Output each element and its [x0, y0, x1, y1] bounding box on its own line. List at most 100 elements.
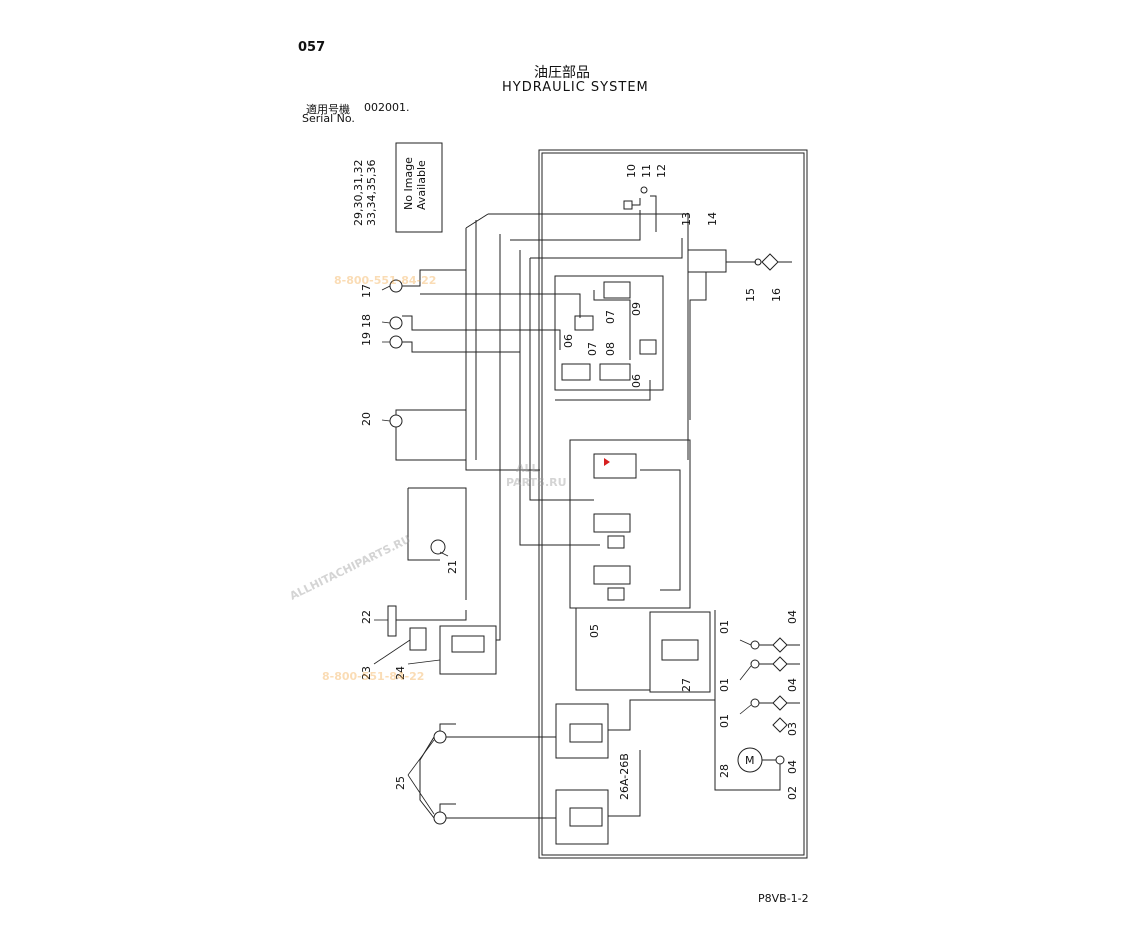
pipe-24 — [496, 470, 501, 641]
frame-outer — [538, 149, 808, 859]
leader-01a — [739, 639, 752, 646]
control-valve-05 — [569, 439, 691, 609]
callout-28: 28 — [718, 764, 731, 778]
valve-08 — [599, 363, 631, 381]
fitting-11 — [640, 186, 648, 194]
callout-23: 23 — [360, 666, 373, 680]
spool-2 — [593, 513, 631, 533]
leader-01c — [739, 704, 752, 715]
callout-24: 24 — [394, 666, 407, 680]
callout-17: 17 — [360, 284, 373, 298]
callout-03: 03 — [786, 722, 799, 736]
pump-01a — [750, 640, 760, 650]
actuator-25a — [433, 730, 447, 744]
pipe-valve-1 — [593, 290, 631, 360]
callout-01a: 01 — [718, 620, 731, 634]
callout-01c: 01 — [718, 714, 731, 728]
title-japanese: 油圧部品 — [534, 65, 590, 81]
accumulator-18 — [389, 316, 403, 330]
frame-inner — [541, 152, 805, 856]
pipe-a — [465, 228, 540, 471]
accumulator-19 — [389, 335, 403, 349]
pipe-19 — [402, 341, 520, 353]
leader-25 — [407, 739, 435, 815]
actuator-25b — [433, 811, 447, 825]
callout-21: 21 — [446, 560, 459, 574]
callout-05: 05 — [588, 624, 601, 638]
spool-1 — [593, 453, 637, 479]
pipe-21a — [407, 488, 440, 561]
callout-27: 27 — [680, 678, 693, 692]
pipe-20b — [395, 427, 466, 461]
callout-19: 19 — [360, 332, 373, 346]
fitting-15 — [754, 258, 762, 266]
placeholder-line2: Available — [415, 160, 428, 210]
callout-15: 15 — [744, 288, 757, 302]
check-04a — [772, 637, 788, 653]
pipe-14 — [689, 272, 707, 420]
block-26a — [555, 703, 609, 759]
callout-04c: 04 — [786, 760, 799, 774]
spool-3-sub — [607, 587, 625, 601]
serial-label-english: Serial No. — [302, 112, 355, 125]
watermark-site: ALLHITACHIPARTS.RU — [288, 533, 413, 603]
pipe-26b — [608, 750, 641, 817]
watermark-logo-line1: ALL — [516, 462, 539, 475]
check-03 — [772, 717, 788, 733]
valve-23 — [409, 627, 427, 651]
callout-11: 11 — [640, 164, 653, 178]
accumulator-20 — [389, 414, 403, 428]
pipe-25e — [439, 803, 456, 812]
pipe-27 — [575, 608, 650, 691]
pipe-25c — [419, 736, 435, 819]
cylinder-22 — [387, 605, 397, 637]
pipe-21b — [408, 487, 467, 600]
valve-07b — [561, 363, 591, 381]
callout-01b: 01 — [718, 678, 731, 692]
callout-04b: 04 — [786, 678, 799, 692]
filter-15 — [761, 253, 779, 271]
pipe-10 — [632, 198, 641, 206]
pipe-g — [530, 238, 683, 259]
pipe-25d — [439, 723, 456, 731]
pipe-22 — [396, 610, 467, 621]
leader-01b — [739, 665, 752, 681]
callout-07b: 07 — [604, 310, 617, 324]
callout-25: 25 — [394, 776, 407, 790]
watermark-phone-bottom: 8-800-551-84-22 — [322, 670, 424, 683]
pipe-26a — [608, 699, 715, 731]
pipe-c — [488, 213, 689, 460]
serial-label-japanese: 適用号機 — [306, 103, 350, 116]
fitting-02 — [775, 755, 785, 765]
accumulator-21 — [430, 539, 446, 555]
leader-21 — [439, 551, 449, 557]
pipe-e — [510, 210, 641, 241]
pipe-17b — [420, 293, 581, 318]
callout-07a: 07 — [586, 342, 599, 356]
watermark-logo-line2: PARTS.RU — [506, 476, 567, 489]
pump-01b — [750, 659, 760, 669]
pipe-12 — [650, 195, 657, 232]
callout-20: 20 — [360, 412, 373, 426]
placeholder-refs-2: 33,34,35,36 — [365, 160, 378, 226]
motor-label: M — [745, 754, 755, 767]
callout-08: 08 — [604, 342, 617, 356]
pipe-valve-2 — [555, 380, 651, 401]
callout-13: 13 — [680, 212, 693, 226]
callout-10: 10 — [625, 164, 638, 178]
no-image-box — [395, 142, 443, 233]
title-english: HYDRAULIC SYSTEM — [502, 80, 649, 95]
fitting-10 — [623, 200, 633, 210]
callout-06b: 06 — [630, 374, 643, 388]
red-marker — [604, 458, 610, 466]
document-code: P8VB-1-2 — [758, 892, 809, 905]
valve-26b — [569, 807, 603, 827]
check-04c — [772, 695, 788, 711]
valve-24 — [451, 635, 485, 653]
leader-24 — [407, 659, 441, 665]
valve-27-box — [649, 611, 711, 693]
callout-06a: 06 — [562, 334, 575, 348]
serial-value: 002001. — [364, 101, 410, 114]
pump-01c — [750, 698, 760, 708]
